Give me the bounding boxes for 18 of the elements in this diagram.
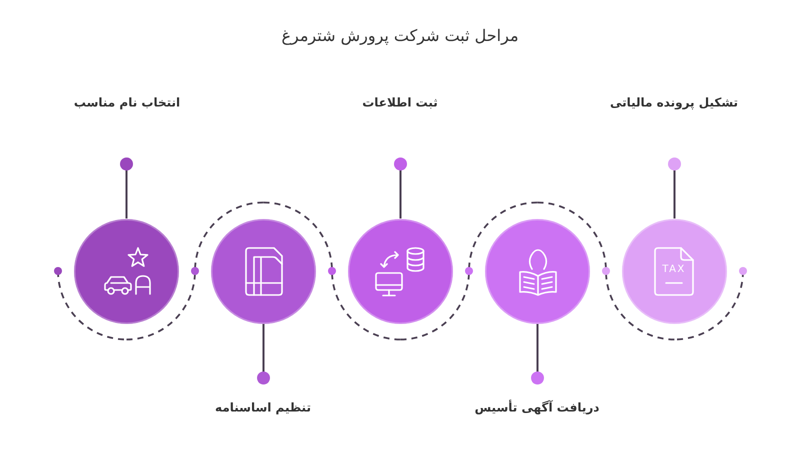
dashed-curve [126, 202, 264, 340]
leader-line [120, 158, 133, 218]
step-title: تشکیل پرونده مالیاتی [610, 96, 738, 110]
diagram-title: مراحل ثبت شرکت پرورش شترمرغ [281, 26, 519, 46]
leader-line [668, 158, 681, 218]
document-label: TAX [662, 265, 686, 275]
leader-line [257, 324, 270, 384]
step-title: انتخاب نام مناسب [74, 96, 180, 110]
step-title: ثبت اطلاعات [362, 96, 438, 110]
dashed-curve [54, 267, 127, 340]
step-title: تنظیم اساسنامه [215, 400, 311, 416]
dashed-curve [400, 202, 538, 340]
dashed-curve [674, 267, 747, 340]
leader-line [531, 324, 544, 384]
step-title: دریافت آگهی تأسیس [474, 400, 600, 416]
leader-line [394, 158, 407, 218]
dashed-curve [537, 202, 675, 340]
dashed-curve [263, 202, 401, 340]
